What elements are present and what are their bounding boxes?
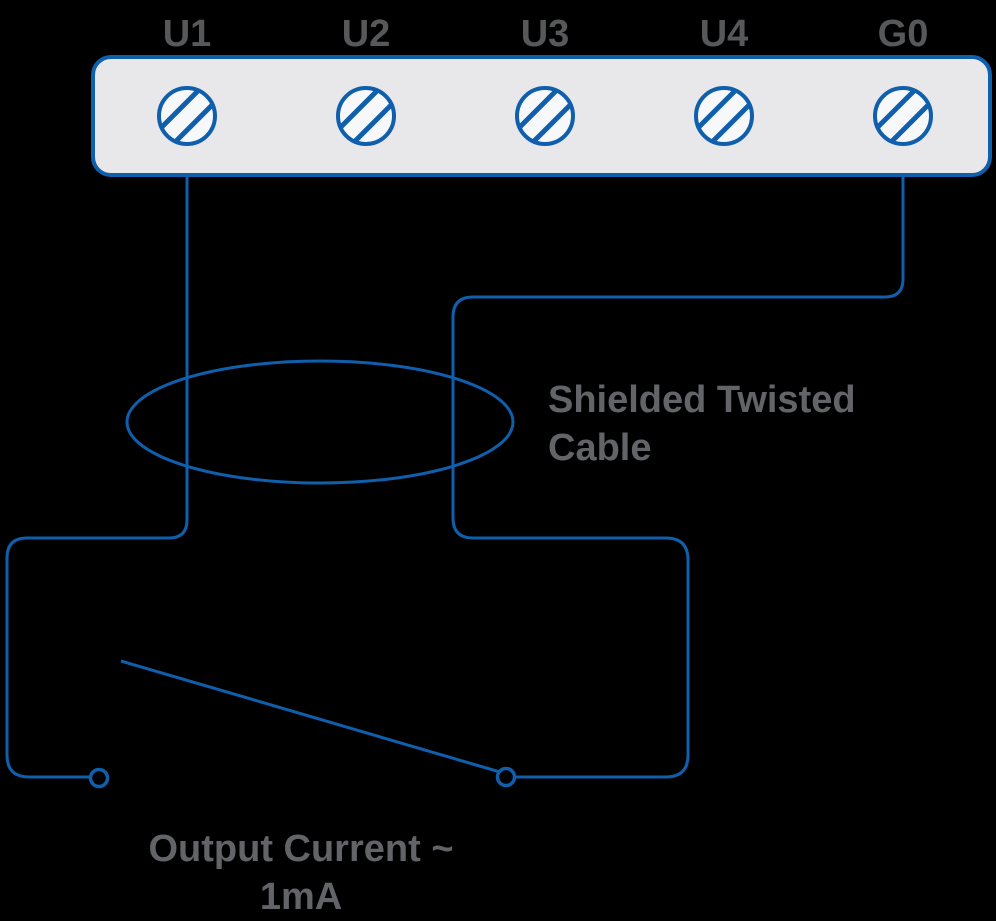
terminal-g0 [873, 86, 933, 146]
switch-contact-right-icon [495, 766, 517, 788]
cable-label-line2: Cable [548, 427, 651, 469]
screw-slot-icon [160, 89, 200, 129]
terminal-label-u3: U3 [521, 13, 570, 55]
terminal-label-g0: G0 [878, 13, 929, 55]
output-current-label-line1: Output Current ~ [148, 828, 453, 870]
wire-g0 [451, 177, 905, 779]
screw-terminal-icon [694, 86, 754, 146]
screw-slot-icon [339, 89, 379, 129]
screw-terminal-icon [336, 86, 396, 146]
terminal-label-group: U1 U2 U3 U4 G0 [163, 13, 929, 55]
switch-contact-left-icon [88, 767, 110, 789]
output-current-label-line2: 1mA [260, 876, 342, 918]
terminal-label-u2: U2 [342, 13, 391, 55]
cable-loop-icon [125, 359, 515, 485]
terminal-u2 [336, 86, 396, 146]
screw-slot-icon [174, 103, 214, 143]
switch-blade-icon [120, 659, 501, 774]
wire-u1 [5, 177, 189, 779]
terminal-u3 [515, 86, 575, 146]
screw-slot-icon [890, 103, 930, 143]
screw-slot-icon [711, 103, 751, 143]
terminal-u4 [694, 86, 754, 146]
screw-slot-icon [353, 103, 393, 143]
terminal-label-u1: U1 [163, 13, 212, 55]
terminal-group [157, 86, 933, 146]
screw-terminal-icon [157, 86, 217, 146]
screw-terminal-icon [515, 86, 575, 146]
cable-label-line1: Shielded Twisted [548, 379, 856, 421]
screw-terminal-icon [873, 86, 933, 146]
terminal-u1 [157, 86, 217, 146]
terminal-label-u4: U4 [700, 13, 749, 55]
screw-slot-icon [518, 89, 558, 129]
screw-slot-icon [697, 89, 737, 129]
screw-slot-icon [532, 103, 572, 143]
screw-slot-icon [876, 89, 916, 129]
